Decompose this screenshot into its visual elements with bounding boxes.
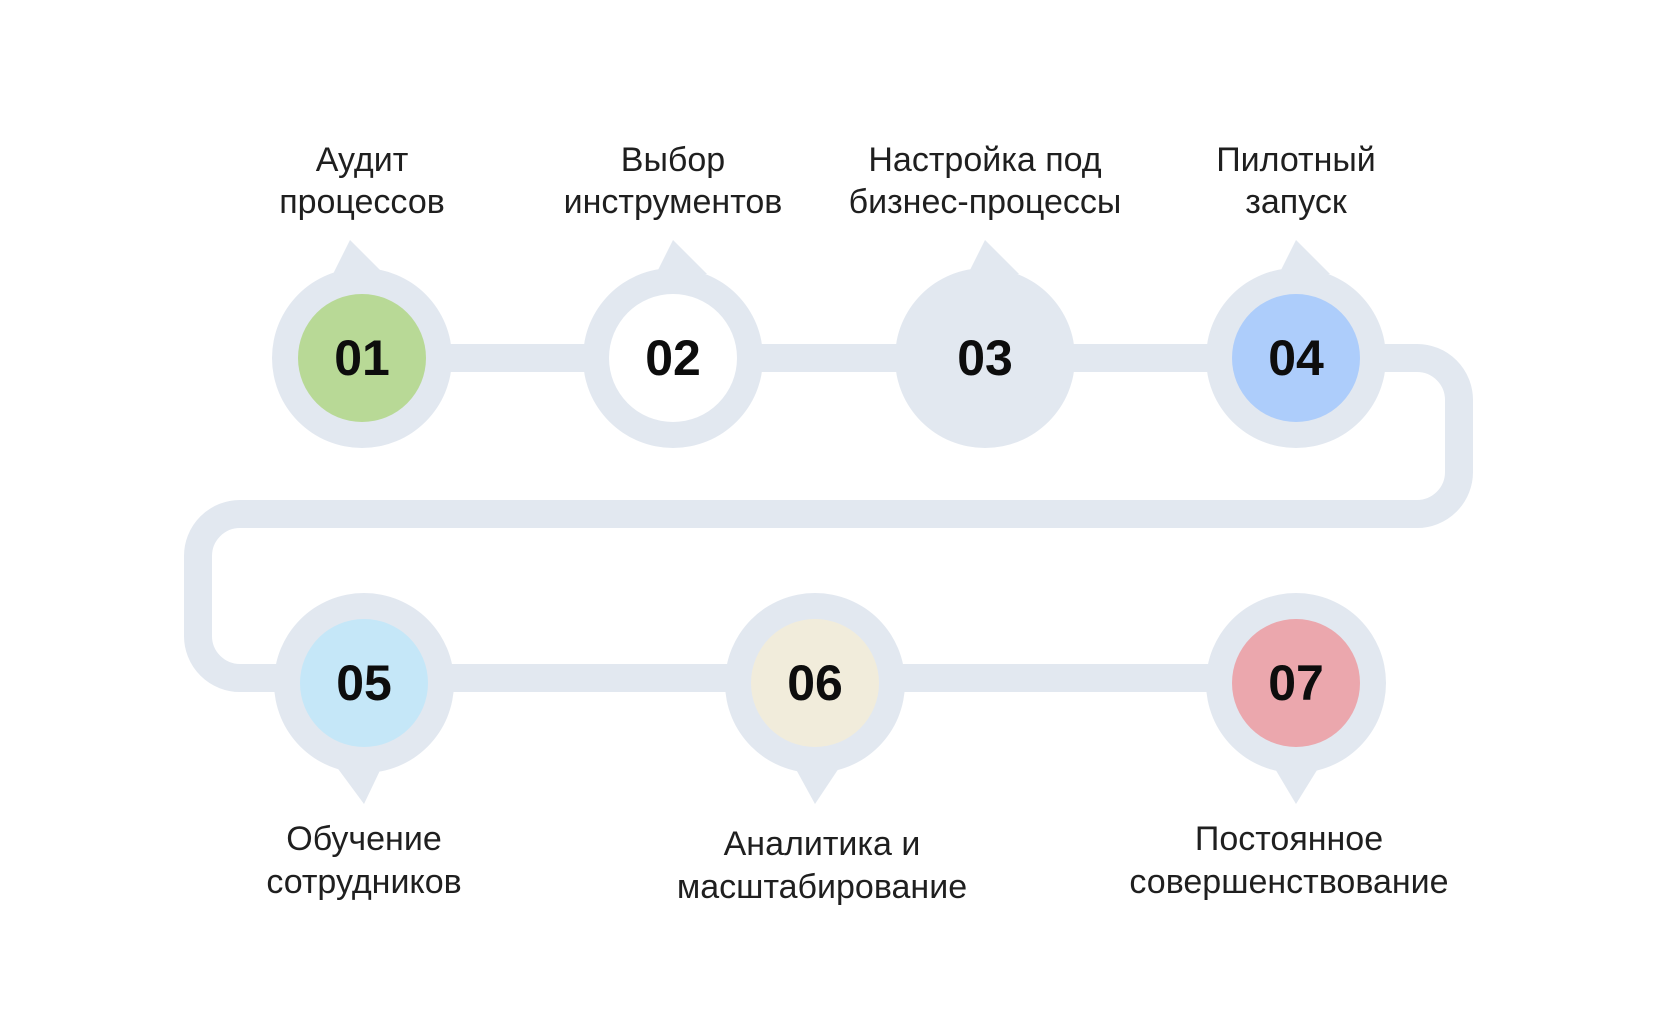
step-06: 06 Аналитика и масштабирование [677,593,967,906]
step-05-number: 05 [336,655,392,711]
step-04-pin [1279,240,1330,274]
step-03-core [921,294,1049,422]
step-04: 04 Пилотный запуск [1206,141,1386,448]
step-05-label-line2: сотрудников [266,863,461,901]
step-03-label-line2: бизнес-процессы [849,183,1122,221]
step-01: 01 Аудит процессов [272,141,452,448]
step-02-number: 02 [645,330,701,386]
step-05-label-line1: Обучение [286,820,441,858]
step-02: 02 Выбор инструментов [564,141,783,448]
step-03: 03 Настройка под бизнес-процессы [849,141,1122,448]
step-02-label-line1: Выбор [621,141,725,179]
step-04-core [1232,294,1360,422]
step-01-label-line2: процессов [279,183,445,221]
step-07-label-line2: совершенствование [1129,863,1448,901]
step-01-number: 01 [334,330,390,386]
step-04-number: 04 [1268,330,1324,386]
step-07-label-line1: Постоянное [1195,820,1383,858]
step-01-pin [333,240,384,274]
step-04-label-line2: запуск [1245,183,1348,221]
step-02-pin [656,240,707,274]
step-06-label-line1: Аналитика и [724,825,921,863]
process-track [184,344,1473,692]
step-05-core [300,619,428,747]
step-02-core [609,294,737,422]
step-03-label-line1: Настройка под [868,141,1101,179]
step-02-label-line2: инструментов [564,183,783,221]
step-03-number: 03 [957,330,1013,386]
step-06-label-line2: масштабирование [677,868,967,906]
step-06-core [751,619,879,747]
step-03-pin [968,240,1019,274]
step-05: 05 Обучение сотрудников [266,593,462,901]
step-04-label-line1: Пилотный [1216,141,1376,179]
step-06-pin [792,762,843,804]
step-07-core [1232,619,1360,747]
step-01-core [298,294,426,422]
step-07-number: 07 [1268,655,1324,711]
step-06-number: 06 [787,655,843,711]
step-07-pin [1271,762,1322,804]
step-07: 07 Постоянное совершенствование [1129,593,1449,901]
step-01-label-line1: Аудит [316,141,409,179]
